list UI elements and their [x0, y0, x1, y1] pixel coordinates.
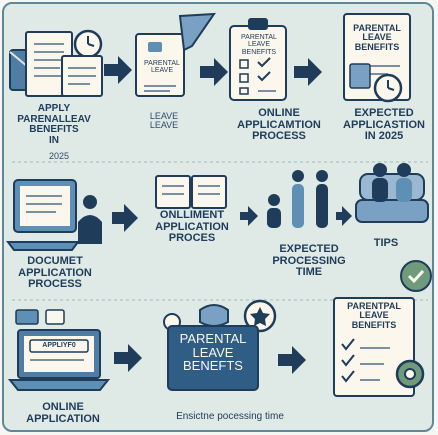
star-badge-icon: [243, 299, 277, 333]
pen-icon: [178, 12, 216, 52]
checklist-label: PARENTPAL LEAVE BENEFITS: [347, 301, 401, 330]
leave-label: LEAVE LEAVE: [149, 111, 179, 131]
laptop-icon: [7, 329, 111, 391]
arrow-right-icon: [112, 204, 138, 232]
checklist-document-icon: [333, 297, 415, 397]
top-doc-b-label: PARENTAL LEAVE BENEFITS: [241, 34, 277, 56]
gear-icon: [395, 359, 425, 389]
parental-leave-box: [167, 325, 259, 391]
top-doc-a-label: PARENTAL LEAVE: [144, 60, 180, 75]
check-badge-icon: [400, 260, 432, 292]
family-icon: [267, 170, 328, 228]
tips-label: TIPS: [373, 237, 399, 249]
apply-label: APPLY PARENALLEAV BENEFITS IN: [17, 103, 91, 146]
arrow-right-icon: [336, 206, 352, 226]
infographic-panel: PARENTAL LEAVE PARENTAL LEAVE BENEFITS P…: [2, 2, 434, 432]
expected-time-label: EXPECTED PROCESSING TIME: [272, 243, 346, 279]
sofa-icon: [355, 173, 429, 223]
arrow-right-icon: [294, 58, 322, 86]
arrow-right-icon: [104, 56, 132, 84]
top-doc-c-label: PARENTAL LEAVE BENEFITS: [353, 23, 401, 52]
expected-2025-label: EXPECTED APPLICASTION IN 2025: [343, 107, 425, 143]
parental-box-label: PARENTAL LEAVE BENEFTS: [179, 331, 247, 374]
shield-icon: [163, 304, 229, 331]
arrow-right-icon: [114, 344, 142, 372]
infographic-drawing: [6, 12, 432, 397]
year-label: 2025: [48, 151, 70, 161]
computer-icon: [6, 179, 80, 251]
person-icon: [78, 195, 102, 244]
laptop-screen-label: APPLIYF0: [42, 342, 76, 349]
arrow-right-icon: [240, 206, 258, 226]
clock-icon: [73, 29, 103, 59]
online-process-label: ONLINE APPLICAMTION PROCESS: [237, 107, 321, 143]
document-icon: [61, 55, 103, 97]
onlliment-label: ONLLIMENT APPLICATION PROCES: [155, 209, 229, 245]
arrow-right-icon: [200, 58, 228, 86]
clock-icon: [373, 73, 403, 103]
estimate-label: Ensictne pocessing time: [176, 411, 284, 422]
document-stack-icon: [155, 175, 227, 209]
parental-leave-document-icon: [135, 33, 185, 97]
document-process-label: DOCUMET APPLICATION PROCESS: [18, 255, 92, 291]
parents-icon: [372, 163, 412, 202]
arrow-right-icon: [278, 346, 306, 374]
folder-icon: [15, 309, 65, 325]
online-application-label: ONLINE APPLICATION: [26, 401, 100, 425]
clipboard-checklist-icon: [229, 18, 287, 101]
